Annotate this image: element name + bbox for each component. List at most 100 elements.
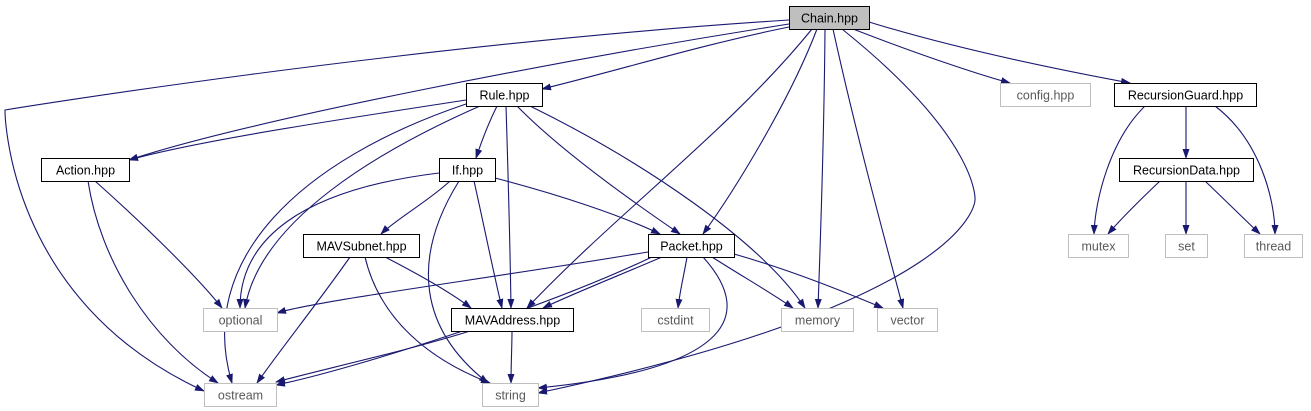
node-box-packet [648,234,735,258]
node-mutex: mutex [1068,234,1129,258]
node-label-set: set [1178,240,1195,254]
edge-chain-to-memory [814,28,826,309]
node-label-if: If.hpp [452,164,483,178]
edge-chain-to-ostream [4,19,790,392]
edge-layer [4,19,1279,395]
node-label-memory: memory [795,314,841,328]
edge-rule-to-optional [243,105,481,309]
node-label-ostream: ostream [218,389,263,403]
node-action[interactable]: Action.hpp [41,158,130,182]
node-box-config [1000,83,1091,107]
node-cstdint: cstdint [641,308,710,332]
node-box-string [482,383,539,407]
edge-action-to-optional [94,180,223,309]
edge-action-to-ostream [87,180,219,384]
node-box-if [439,158,496,182]
edge-packet-to-string [537,256,728,391]
edge-recdata-to-mutex [1107,180,1161,235]
edge-if-to-string [427,180,489,384]
node-box-vector [877,308,938,332]
edge-packet-to-memory [711,256,794,309]
node-recdata[interactable]: RecursionData.hpp [1119,158,1254,182]
node-set: set [1165,234,1208,258]
node-config: config.hpp [1000,83,1091,107]
edge-rule-to-mavaddress [505,105,515,309]
node-box-ostream [204,383,277,407]
edge-mavsubnet-to-string [364,256,491,384]
node-chain[interactable]: Chain.hpp [789,6,870,30]
node-mavsubnet[interactable]: MAVSubnet.hpp [303,234,420,258]
node-box-cstdint [641,308,710,332]
node-box-thread [1244,234,1303,258]
edge-mavaddress-to-string [507,330,515,384]
edge-rule-to-action [128,99,467,161]
node-thread: thread [1244,234,1303,258]
node-vector: vector [877,308,938,332]
node-box-set [1165,234,1208,258]
edge-chain-to-recguard [868,21,1131,85]
edge-rule-to-ostream [224,103,467,384]
node-label-mavsubnet: MAVSubnet.hpp [316,240,406,254]
node-box-memory [781,308,854,332]
edge-mavsubnet-to-ostream [256,256,351,384]
node-ostream: ostream [204,383,277,407]
edge-chain-to-rule [541,26,790,91]
node-label-string: string [495,389,526,403]
edge-if-to-packet [494,177,661,235]
node-label-rule: Rule.hpp [479,89,529,103]
edge-packet-to-cstdint [675,256,688,309]
edge-rule-to-if [475,105,498,159]
edge-packet-to-mavaddress [542,256,663,309]
node-memory: memory [781,308,854,332]
edge-chain-to-mavaddress [526,28,813,309]
node-recguard[interactable]: RecursionGuard.hpp [1114,83,1257,107]
node-label-action: Action.hpp [56,164,115,178]
node-label-optional: optional [219,314,263,328]
edge-mavsubnet-to-mavaddress [384,256,472,309]
edge-chain-to-config [852,28,1011,85]
edge-if-to-mavaddress [473,180,504,309]
node-label-mavaddress: MAVAddress.hpp [465,314,560,328]
node-label-thread: thread [1256,240,1291,254]
edge-chain-to-packet [702,28,818,235]
edge-recdata-to-thread [1204,180,1261,235]
node-box-optional [203,308,278,332]
node-box-chain [789,6,870,30]
node-label-vector: vector [890,314,924,328]
edge-rule-to-memory [529,105,806,309]
edge-recguard-to-mutex [1090,105,1146,235]
node-string: string [482,383,539,407]
edge-packet-to-optional [276,251,649,314]
edge-packet-to-vector [733,253,884,309]
node-label-mutex: mutex [1081,240,1116,254]
edge-chain-to-action [128,23,790,161]
edge-mavaddress-to-ostream [275,330,471,384]
node-label-config: config.hpp [1017,89,1075,103]
edge-if-to-optional [236,172,440,309]
node-label-packet: Packet.hpp [660,240,723,254]
edge-if-to-mavsubnet [380,180,451,235]
node-box-rule [466,83,543,107]
node-optional: optional [203,308,278,332]
node-rule[interactable]: Rule.hpp [466,83,543,107]
edge-chain-to-vector [832,28,905,309]
edge-packet-to-ostream [275,256,653,387]
node-packet[interactable]: Packet.hpp [648,234,735,258]
node-box-mavsubnet [303,234,420,258]
edge-rule-to-packet [516,105,681,235]
node-box-action [41,158,130,182]
node-if[interactable]: If.hpp [439,158,496,182]
node-label-recguard: RecursionGuard.hpp [1128,89,1243,103]
node-box-mavaddress [451,308,574,332]
node-box-mutex [1068,234,1129,258]
node-mavaddress[interactable]: MAVAddress.hpp [451,308,574,332]
node-label-cstdint: cstdint [657,314,694,328]
node-box-recguard [1114,83,1257,107]
edge-recguard-to-thread [1214,105,1279,235]
node-box-recdata [1119,158,1254,182]
node-label-chain: Chain.hpp [801,12,858,26]
node-label-recdata: RecursionData.hpp [1133,164,1240,178]
